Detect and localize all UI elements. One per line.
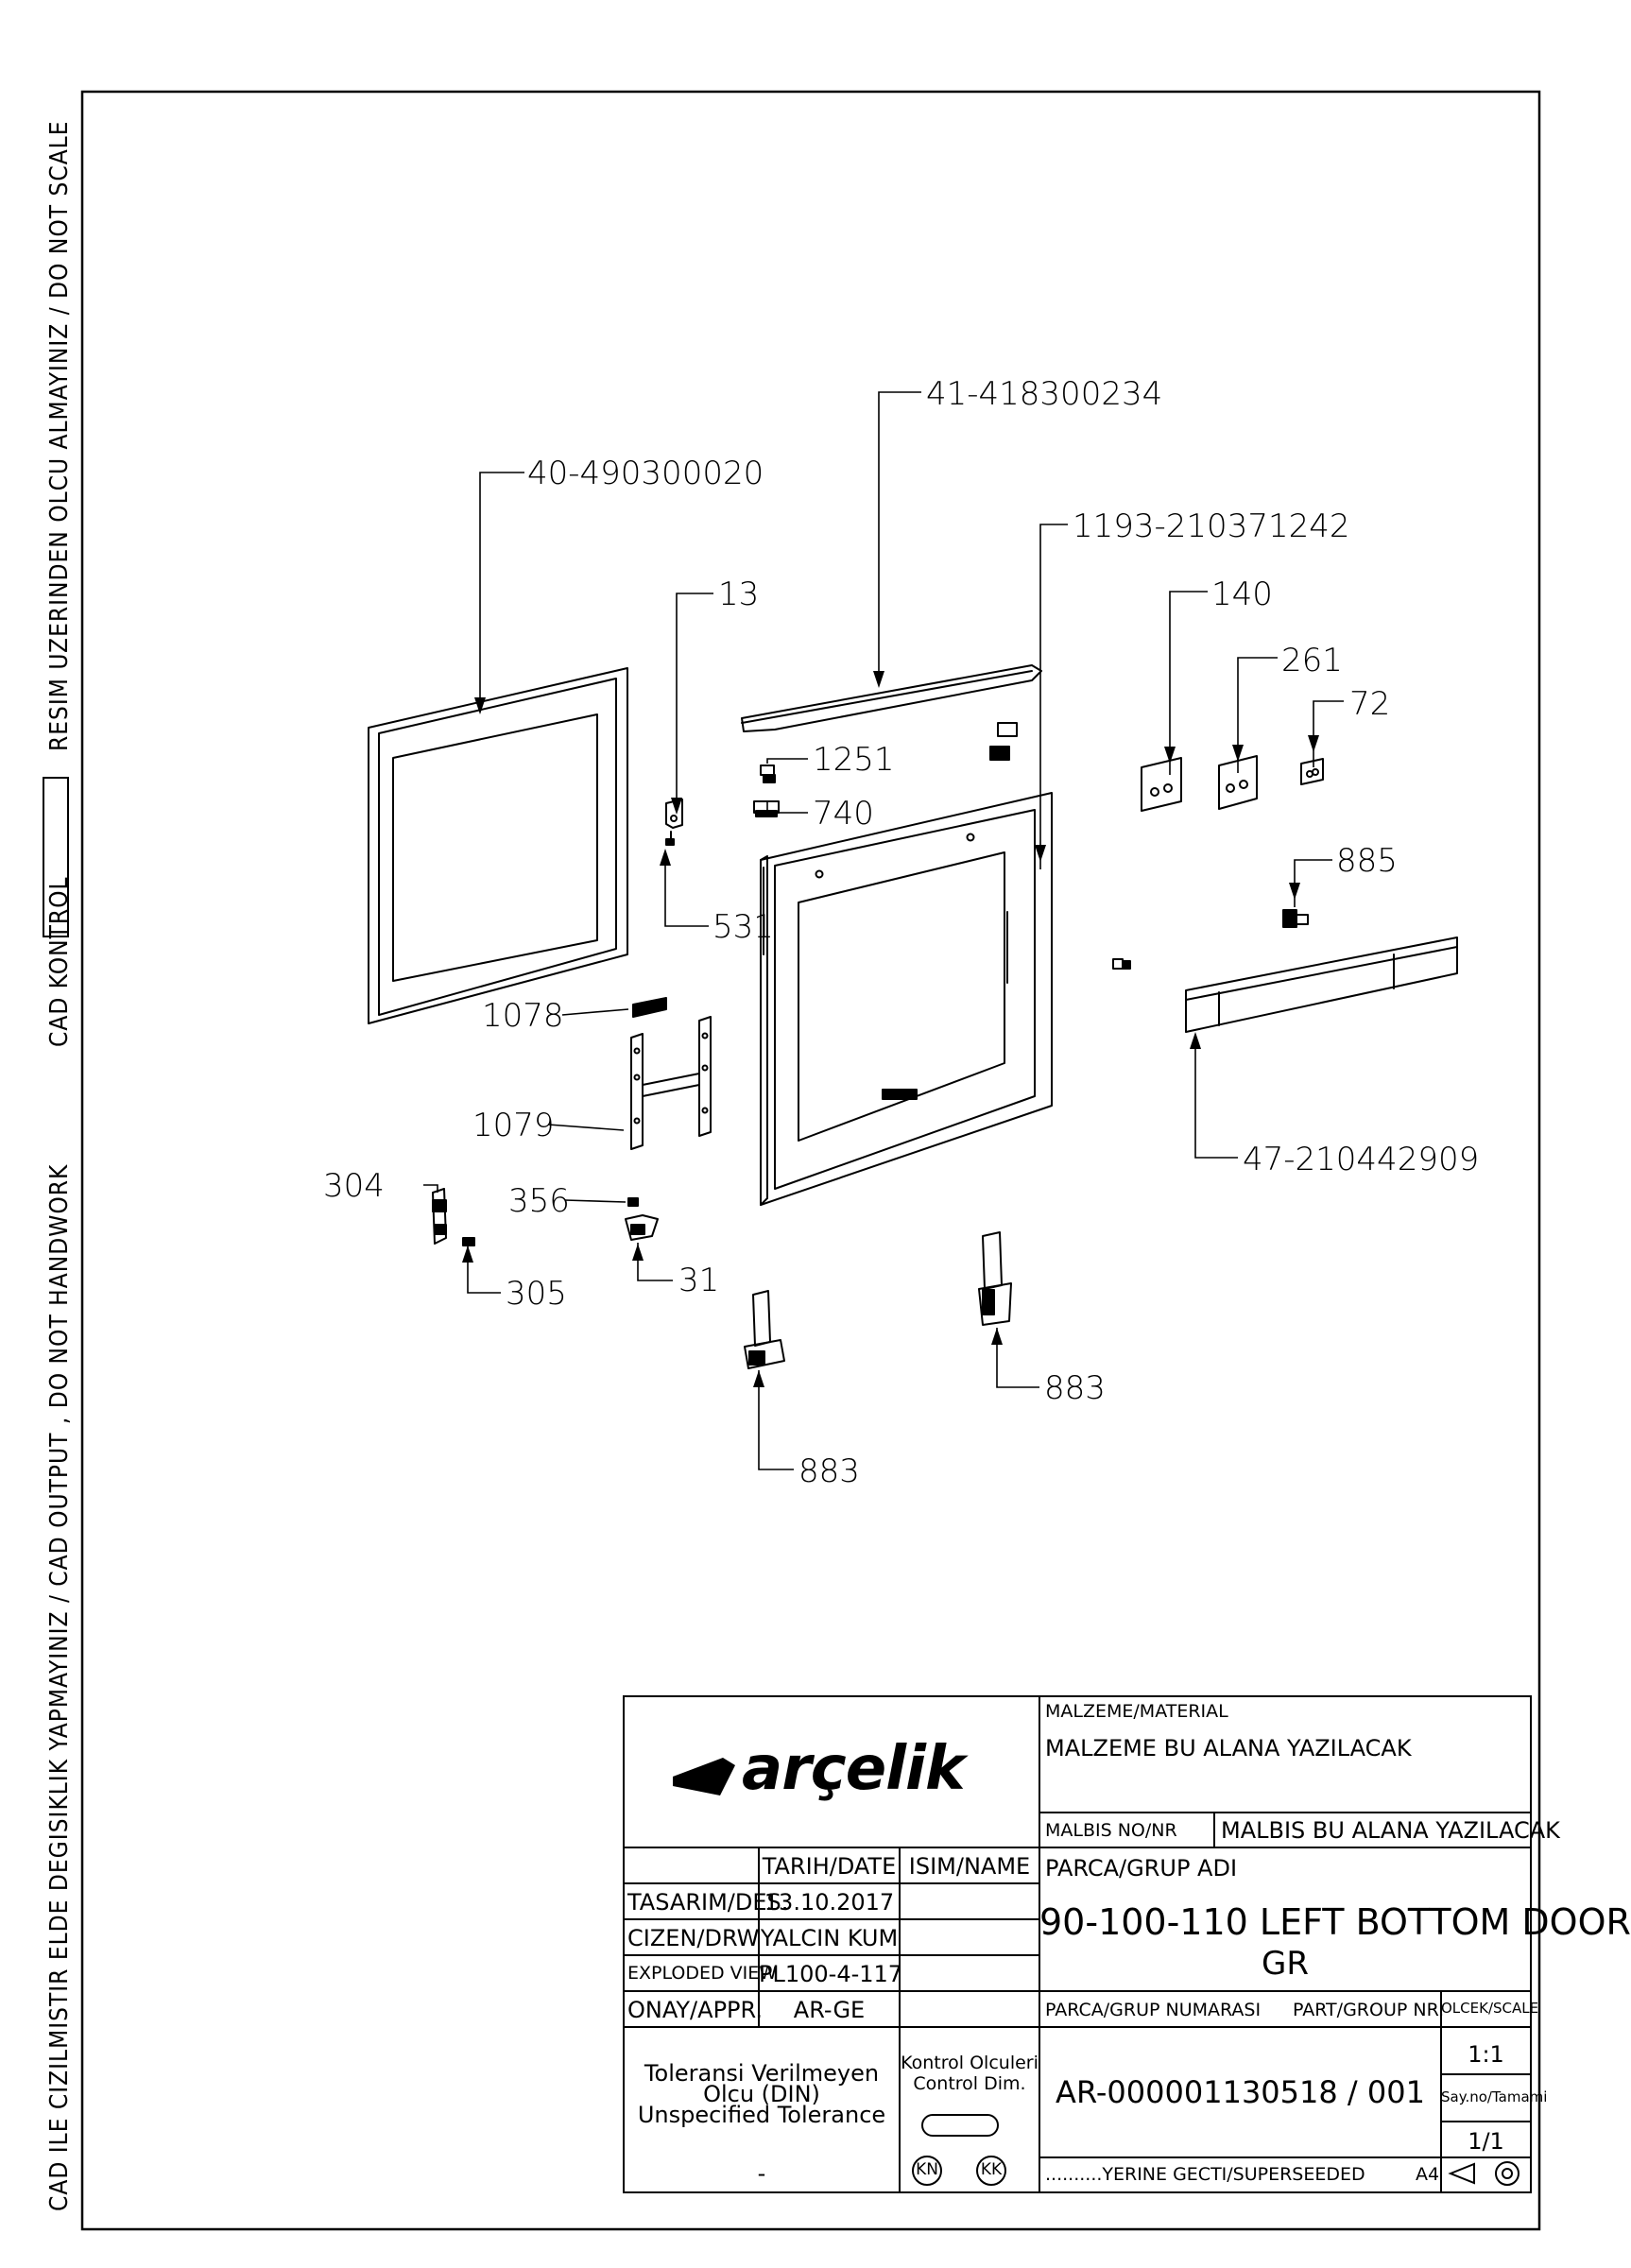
- superseded-label: ..........YERINE GECTI/SUPERSEEDED: [1045, 2164, 1365, 2185]
- screw-305: [462, 1237, 475, 1246]
- callout-1193: 1193-210371242: [1073, 507, 1349, 545]
- scale-value: 1:1: [1468, 2041, 1504, 2068]
- hinge-31: [625, 1214, 659, 1241]
- approved-row-label: ONAY/APPR.: [627, 1997, 763, 2023]
- part-number-label-en: PART/GROUP NR.: [1293, 2000, 1445, 2020]
- tolerance-line2: Olcu (DIN): [703, 2081, 820, 2107]
- control-dim-line1: Kontrol Olculeri: [901, 2053, 1039, 2073]
- callout-41: 41-418300234: [926, 375, 1162, 413]
- callout-261: 261: [1281, 642, 1343, 679]
- arcelik-logo-mark: [673, 1758, 735, 1796]
- callout-140: 140: [1211, 576, 1273, 613]
- glass-panel-part: [368, 667, 628, 1024]
- frame-bracket-1079: [630, 1016, 712, 1150]
- scale-label: OLCEK/SCALE: [1441, 2000, 1539, 2017]
- sheet-label: Say.no/Tamami: [1441, 2088, 1548, 2105]
- top-profile-part: [741, 664, 1042, 732]
- pad-72: [1300, 758, 1324, 785]
- callout-885: 885: [1336, 842, 1398, 880]
- clip-right: [989, 722, 1018, 761]
- company-logo-text: arçelik: [742, 1734, 966, 1804]
- callout-47: 47-210442909: [1243, 1141, 1479, 1178]
- clip-1251: [760, 765, 776, 783]
- callout-305: 305: [506, 1275, 567, 1313]
- hinge-304: [432, 1188, 447, 1245]
- screw-885: [1282, 909, 1309, 928]
- column-date-header: TARIH/DATE: [762, 1853, 897, 1880]
- control-dim-line2: Control Dim.: [913, 2073, 1026, 2094]
- callout-740: 740: [813, 795, 874, 833]
- callout-1079: 1079: [472, 1107, 555, 1144]
- column-name-header: ISIM/NAME: [908, 1853, 1031, 1880]
- pad-140: [1141, 757, 1182, 812]
- tolerance-line3: Unspecified Tolerance: [637, 2102, 886, 2128]
- hinge-883-left: [744, 1290, 785, 1369]
- callout-31: 31: [678, 1262, 719, 1299]
- callout-40: 40-490300020: [527, 455, 764, 492]
- callout-356: 356: [508, 1182, 570, 1220]
- kk-mark: KK: [980, 2160, 1003, 2179]
- callout-883-right: 883: [1044, 1369, 1106, 1407]
- design-row-label: TASARIM/DES.: [627, 1889, 789, 1916]
- material-value: MALZEME BU ALANA YAZILACAK: [1045, 1735, 1412, 1761]
- drawn-by: YALCIN KUM: [760, 1925, 899, 1951]
- main-door-part: [760, 792, 1053, 1206]
- title-block-grid: [623, 1695, 1532, 2193]
- drawing-frame: [80, 90, 1541, 2231]
- pin-356: [627, 1197, 639, 1207]
- tolerance-line1: Toleransi Verilmeyen: [644, 2060, 880, 2087]
- approved-by: AR-GE: [793, 1997, 866, 2023]
- exploded-view-ref: PL100-4-117: [759, 1961, 903, 1987]
- clip-740: [753, 800, 780, 817]
- tolerance-value: -: [757, 2160, 766, 2187]
- callout-304: 304: [323, 1167, 385, 1205]
- callout-1251: 1251: [813, 741, 895, 779]
- seal-1078: [632, 997, 667, 1018]
- paper-size: A4: [1416, 2164, 1440, 2185]
- part-group-name-line2: GR: [1262, 1945, 1309, 1983]
- handle-part: [1185, 936, 1458, 1033]
- cad-control-box: [43, 777, 69, 937]
- pad-261: [1218, 755, 1258, 810]
- design-date: 13.10.2017: [764, 1889, 895, 1916]
- callout-531: 531: [712, 908, 774, 946]
- material-label: MALZEME/MATERIAL: [1045, 1701, 1228, 1722]
- callout-72: 72: [1349, 685, 1390, 723]
- hinge-883-right: [978, 1231, 1012, 1326]
- callout-13: 13: [718, 576, 759, 613]
- malbis-value: MALBIS BU ALANA YAZILACAK: [1221, 1817, 1560, 1844]
- callout-883-left: 883: [798, 1452, 860, 1490]
- sheet-value: 1/1: [1468, 2128, 1504, 2155]
- kn-mark: KN: [916, 2160, 938, 2179]
- part-number: AR-000001130518 / 001: [1056, 2074, 1425, 2110]
- part-group-name-line1: 90-100-110 LEFT BOTTOM DOOR: [1039, 1901, 1631, 1943]
- drawn-row-label: CIZEN/DRW: [627, 1925, 760, 1951]
- part-number-label: PARCA/GRUP NUMARASI: [1045, 2000, 1262, 2020]
- callout-1078: 1078: [482, 997, 564, 1035]
- malbis-label: MALBIS NO/NR: [1045, 1820, 1177, 1841]
- exploded-row-label: EXPLODED VIEW: [627, 1963, 778, 1984]
- small-screw: [1112, 958, 1131, 970]
- part-group-label: PARCA/GRUP ADI: [1045, 1855, 1238, 1881]
